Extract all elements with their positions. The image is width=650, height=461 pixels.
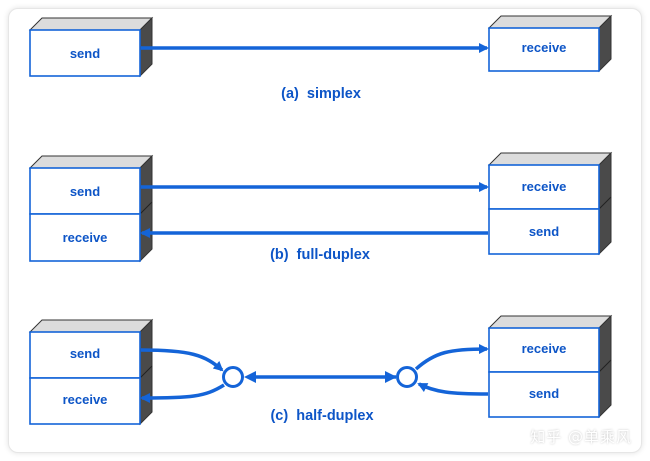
simplex-caption: (a) simplex xyxy=(281,86,361,102)
full-duplex-caption: (b) full-duplex xyxy=(270,247,370,263)
half-duplex-left-receive-curve xyxy=(140,383,225,403)
half-duplex-left-send-label: send xyxy=(70,346,100,361)
full-duplex-panel: send receive receive send (b) full-duple… xyxy=(28,151,613,263)
half-duplex-caption: (c) half-duplex xyxy=(270,408,373,424)
full-duplex-left-send-box xyxy=(29,167,141,215)
half-duplex-left-receive-box xyxy=(29,377,141,425)
simplex-send-label: send xyxy=(70,46,100,61)
half-duplex-panel: send receive receive send (c) half-duple… xyxy=(28,314,613,426)
full-duplex-right-send-label: send xyxy=(529,224,559,239)
half-duplex-left-receive-label: receive xyxy=(63,392,108,407)
half-duplex-right-send-box xyxy=(488,371,600,418)
half-duplex-left-send-curve xyxy=(140,348,224,372)
half-duplex-right-receive-curve xyxy=(414,344,489,371)
full-duplex-left-receive-label: receive xyxy=(63,230,108,245)
half-duplex-right-stack: receive send xyxy=(487,314,613,419)
full-duplex-right-receive-box xyxy=(488,164,600,210)
full-duplex-left-send-label: send xyxy=(70,184,100,199)
full-duplex-left-stack: send receive xyxy=(28,154,154,263)
full-duplex-left-receive-box xyxy=(29,213,141,262)
full-duplex-right-receive-label: receive xyxy=(522,179,567,194)
half-duplex-right-send-label: send xyxy=(529,386,559,401)
half-duplex-right-send-curve xyxy=(417,382,489,396)
half-duplex-left-send-box xyxy=(29,331,141,379)
simplex-receive-label: receive xyxy=(522,40,567,55)
full-duplex-right-send-box xyxy=(488,208,600,255)
half-duplex-channel-left-arrow-icon xyxy=(244,371,256,383)
right-junction-circle-icon xyxy=(396,366,418,388)
half-duplex-channel-right-arrow-icon xyxy=(385,371,397,383)
simplex-send-box: send xyxy=(28,16,154,78)
left-junction-circle-icon xyxy=(222,366,244,388)
simplex-panel: send receive (a) simplex xyxy=(28,14,613,102)
watermark: 知乎 @单乘风 xyxy=(530,428,632,446)
half-duplex-right-receive-label: receive xyxy=(522,341,567,356)
half-duplex-left-stack: send receive xyxy=(28,318,154,426)
half-duplex-right-receive-box xyxy=(488,327,600,373)
full-duplex-right-stack: receive send xyxy=(487,151,613,256)
simplex-receive-box: receive xyxy=(487,14,613,73)
